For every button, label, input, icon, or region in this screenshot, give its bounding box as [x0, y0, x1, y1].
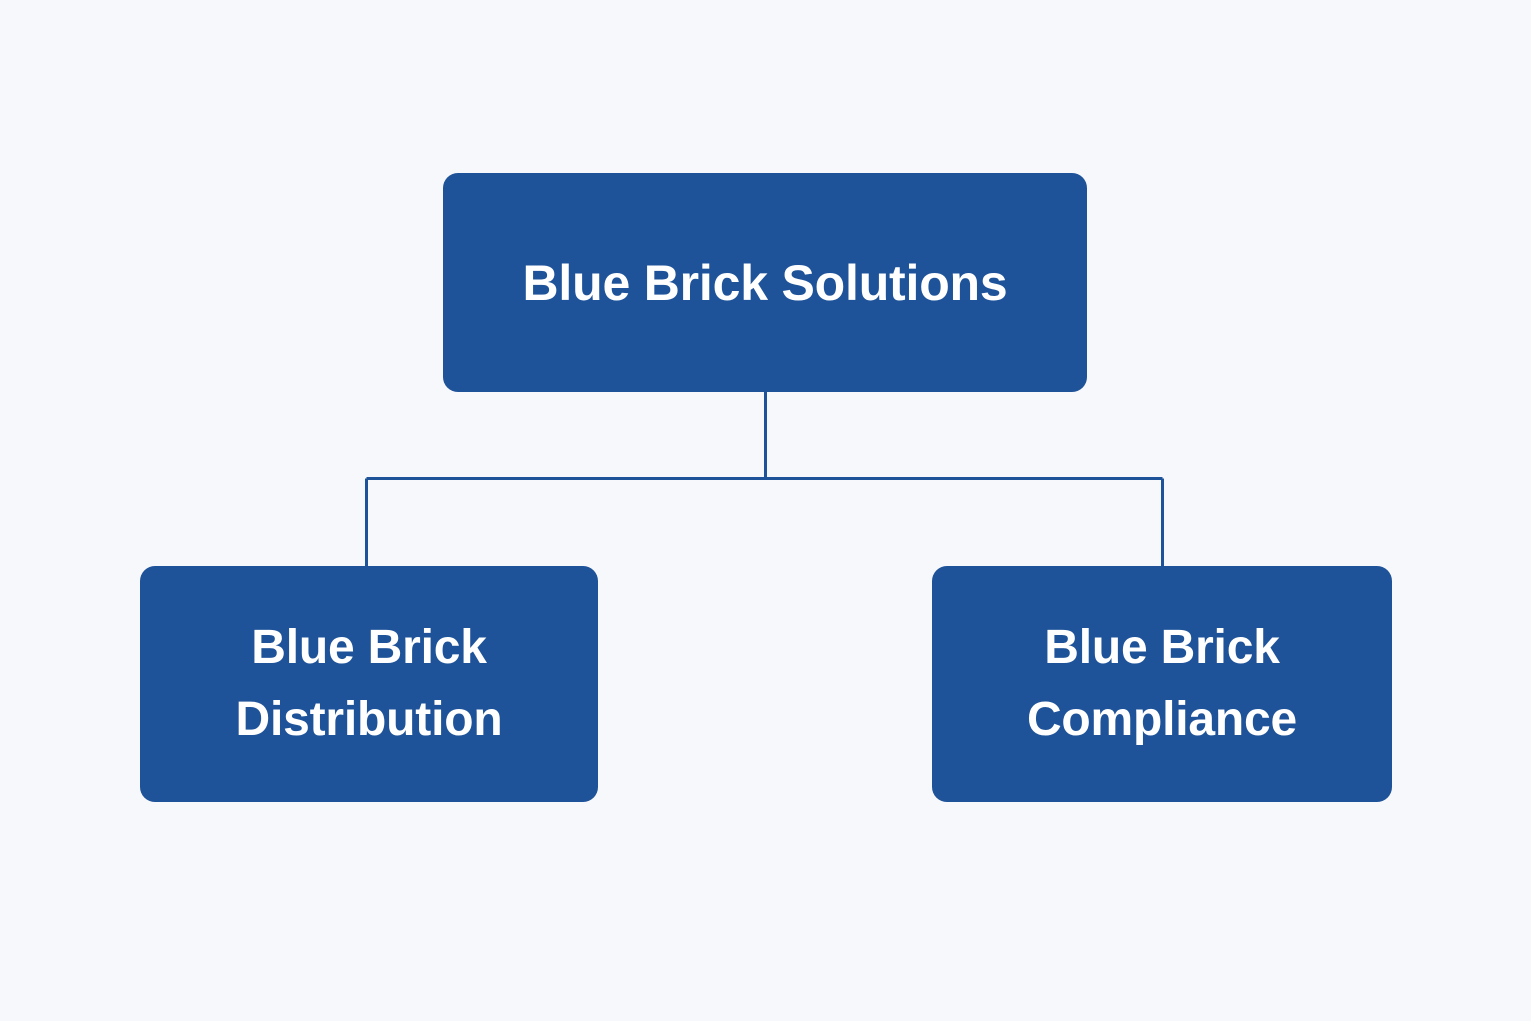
org-node-child-label: Blue Brick Distribution — [235, 621, 503, 746]
org-node-root[interactable]: Blue Brick Solutions — [443, 173, 1087, 392]
org-node-blue-brick-compliance[interactable]: Blue Brick Compliance — [932, 566, 1392, 802]
org-node-root-label: Blue Brick Solutions — [522, 254, 1008, 311]
org-node-child-label: Blue Brick Compliance — [1026, 621, 1298, 746]
org-node-blue-brick-distribution[interactable]: Blue Brick Distribution — [140, 566, 598, 802]
